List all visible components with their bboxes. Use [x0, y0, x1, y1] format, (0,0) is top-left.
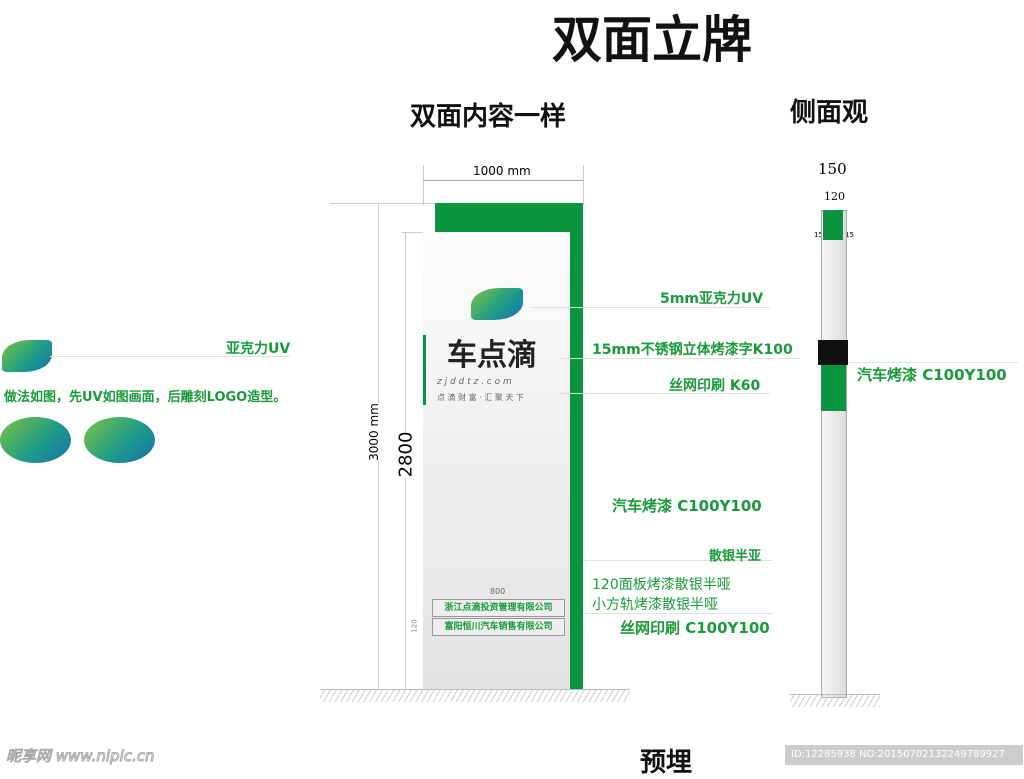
- callout: 汽车烤漆 C100Y100: [612, 497, 762, 515]
- plate-width: 800: [490, 587, 506, 596]
- callout: 5mm亚克力UV: [660, 291, 764, 307]
- page-title: 双面立牌: [552, 11, 752, 69]
- callout: 丝网印刷 K60: [669, 378, 761, 394]
- brand-name: 车点滴: [447, 338, 537, 373]
- callout: 丝网印刷 C100Y100: [620, 619, 770, 637]
- brand-slogan: 点 滴 财 富 · 汇 聚 天 下: [437, 393, 524, 402]
- side-dim-right: 15: [845, 231, 854, 239]
- image-id: ID:12285938 NO:20150702132249789927: [785, 745, 1023, 765]
- side-dim-left: 15: [814, 231, 823, 239]
- front-heading: 双面内容一样: [410, 102, 567, 132]
- side-dim-total: 150: [818, 160, 847, 178]
- ground: [320, 689, 630, 702]
- side-label: 汽车烤漆 C100Y100: [857, 366, 1007, 384]
- callout: 小方轨烤漆散银半哑: [592, 597, 718, 613]
- company-plate: 浙江点滴投资管理有限公司: [432, 599, 565, 617]
- plate-height: 120: [410, 619, 419, 633]
- logo-icon: [2, 340, 52, 372]
- width-dimension: 1000 mm: [471, 164, 533, 178]
- sign-top-frame: [435, 203, 583, 232]
- watermark: 昵享网 www.nipic.cn: [6, 747, 156, 766]
- company-plate: 富阳恒川汽车销售有限公司: [432, 618, 565, 636]
- callout: 120面板烤漆散银半哑: [592, 577, 731, 593]
- callout: 散银半亚: [709, 549, 762, 564]
- side-heading: 侧面观: [790, 98, 869, 128]
- side-ground: [790, 694, 880, 707]
- logo-note-desc: 做法如图，先UV如图画面，后雕刻LOGO造型。: [4, 390, 287, 405]
- brand-url: z j d d t z . c o m: [437, 377, 512, 387]
- callout: 15mm不锈钢立体烤漆字K100: [592, 342, 793, 358]
- embed-label: 预埋: [640, 748, 693, 778]
- uv-sample-oval: [0, 417, 71, 463]
- inner-height-dimension: 2800: [395, 431, 417, 478]
- sign-right-frame: [570, 232, 583, 690]
- side-dim-inner: 120: [824, 190, 845, 203]
- brand-logo-icon: [471, 288, 523, 320]
- logo-note-label: 亚克力UV: [226, 341, 291, 357]
- side-pole: [821, 210, 847, 698]
- height-dimension: 3000 mm: [366, 403, 381, 461]
- engraved-sample-oval: [84, 417, 155, 463]
